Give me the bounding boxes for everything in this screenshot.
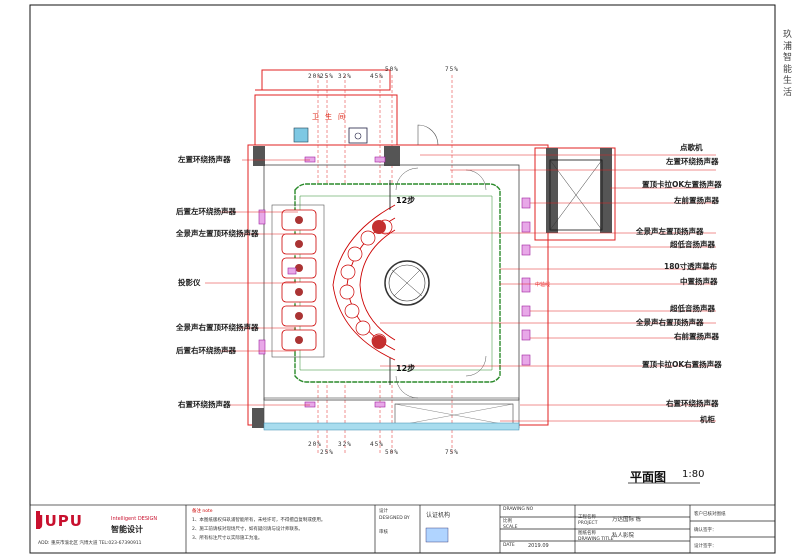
equipment-closet: [549, 159, 603, 231]
brand-english: Intelligent DESIGN: [111, 516, 158, 522]
door-swings: [395, 167, 487, 399]
percent-bottom-50: 50%: [385, 449, 399, 456]
date-label: DATE: [503, 543, 515, 548]
axis-tag: 中轴线: [535, 282, 551, 288]
bathroom-fixture: [293, 127, 309, 143]
vertical-brand-text: 玖 浦 智 能 生 活: [783, 30, 793, 98]
percent-bottom-25: 25%: [320, 449, 334, 456]
project-label: 工程名称: [578, 515, 596, 520]
note-3: 3、所有标注尺寸以实际施工为准。: [192, 536, 263, 541]
date-value: 2019.09: [528, 543, 549, 549]
logo-mark: [36, 511, 40, 529]
label-rear-left-surround: 后置左环绕扬声器: [176, 207, 236, 216]
percent-top-50: 50%: [385, 66, 399, 73]
label-karaoke-left-top: 置顶卡拉OK左置扬声器: [642, 180, 722, 189]
company-logo: JUPU: [38, 512, 83, 530]
label-atmos-right-top-right: 全景声右置顶扬声器: [636, 318, 704, 327]
cert-label: 认证机构: [426, 512, 451, 519]
label-atmos-left-top: 全景声左置顶环绕扬声器: [176, 229, 259, 238]
notes-title: 备注 note: [192, 509, 213, 514]
seat-marker-top: [372, 220, 386, 234]
percent-top-75: 75%: [445, 66, 459, 73]
plan-scale: 1:80: [682, 469, 705, 480]
drawing-title-en: DRAWING TITLE: [578, 537, 614, 542]
label-atmos-right-top: 全景声右置顶环绕扬声器: [176, 323, 259, 332]
cert-stamp: [425, 527, 449, 543]
speaker-markers: [258, 156, 531, 408]
plan-title: 平面图: [630, 470, 667, 484]
center-table: [384, 260, 430, 306]
label-center: 中置扬声器: [680, 277, 718, 286]
percent-bottom-45: 45%: [370, 441, 384, 448]
percent-top-20: 20%: [308, 73, 322, 80]
label-left-surround-right: 左置环绕扬声器: [666, 157, 719, 166]
design-label: 设计: [379, 509, 388, 514]
client-check: 客户已核对图纸: [694, 512, 726, 517]
label-right-front: 右前置扬声器: [674, 332, 719, 341]
project-en: PROJECT: [578, 521, 598, 526]
scale-en: SCALE: [503, 525, 518, 530]
percent-bottom-32: 32%: [338, 441, 352, 448]
note-1: 1、本图纸版权归玖浦智能所有，未经许可，不得擅自复制或使用。: [192, 518, 326, 523]
structural-columns: [252, 146, 612, 428]
label-rear-right-surround: 后置右环绕扬声器: [176, 346, 236, 355]
drawing-title-value: 私人影院: [612, 533, 635, 539]
step-label-bottom: 12步: [396, 364, 416, 373]
client-sign: 确认签字：: [694, 528, 717, 533]
designed-by: DESIGNED BY: [379, 516, 410, 521]
drawing-no-label: DRAWING NO: [503, 507, 534, 512]
label-cabinet: 机柜: [700, 415, 715, 424]
label-right-surround: 右置环绕扬声器: [178, 400, 231, 409]
label-projector: 投影仪: [178, 278, 201, 287]
check-label: 审核: [379, 530, 388, 535]
designer-sign: 设计签字：: [694, 544, 717, 549]
sink-icon: [348, 127, 368, 144]
step-label-top: 12步: [396, 196, 416, 205]
label-karaoke-machine: 点歌机: [680, 143, 703, 152]
label-right-surround-right: 右置环绕扬声器: [666, 399, 719, 408]
brand-chinese: 智能设计: [111, 525, 143, 534]
percent-bottom-75: 75%: [445, 449, 459, 456]
label-karaoke-right-top: 置顶卡拉OK右置扬声器: [642, 360, 722, 369]
left-seating-row: [271, 204, 325, 358]
seat-marker-bottom: [372, 335, 386, 349]
project-value: 万达国际 栋: [612, 517, 642, 523]
label-screen: 180寸透声幕布: [664, 262, 718, 271]
label-atmos-left-top-right: 全景声左置顶扬声器: [636, 227, 704, 236]
percent-bottom-20: 20%: [308, 441, 322, 448]
label-left-front: 左前置扬声器: [674, 196, 719, 205]
room-name-bathroom: 卫生间: [312, 113, 351, 121]
leader-lines-left: [205, 159, 310, 406]
company-address: ADD: 重庆市渝北区 汽博大道 TEL:023-67390911: [38, 541, 142, 546]
percent-top-32: 32%: [338, 73, 352, 80]
drawing-title-label: 图纸名称: [578, 531, 596, 536]
label-subwoofer-2: 超低音扬声器: [670, 304, 715, 313]
scale-label: 比例: [503, 519, 512, 524]
note-2: 2、施工前请核对现场尺寸，如有疑问请与设计师联系。: [192, 527, 303, 532]
label-subwoofer-1: 超低音扬声器: [670, 240, 715, 249]
label-left-surround: 左置环绕扬声器: [178, 155, 231, 164]
percent-top-45: 45%: [370, 73, 384, 80]
leader-lines-right: [380, 154, 716, 422]
title-block-frame: [29, 504, 776, 554]
percent-top-25: 25%: [320, 73, 334, 80]
